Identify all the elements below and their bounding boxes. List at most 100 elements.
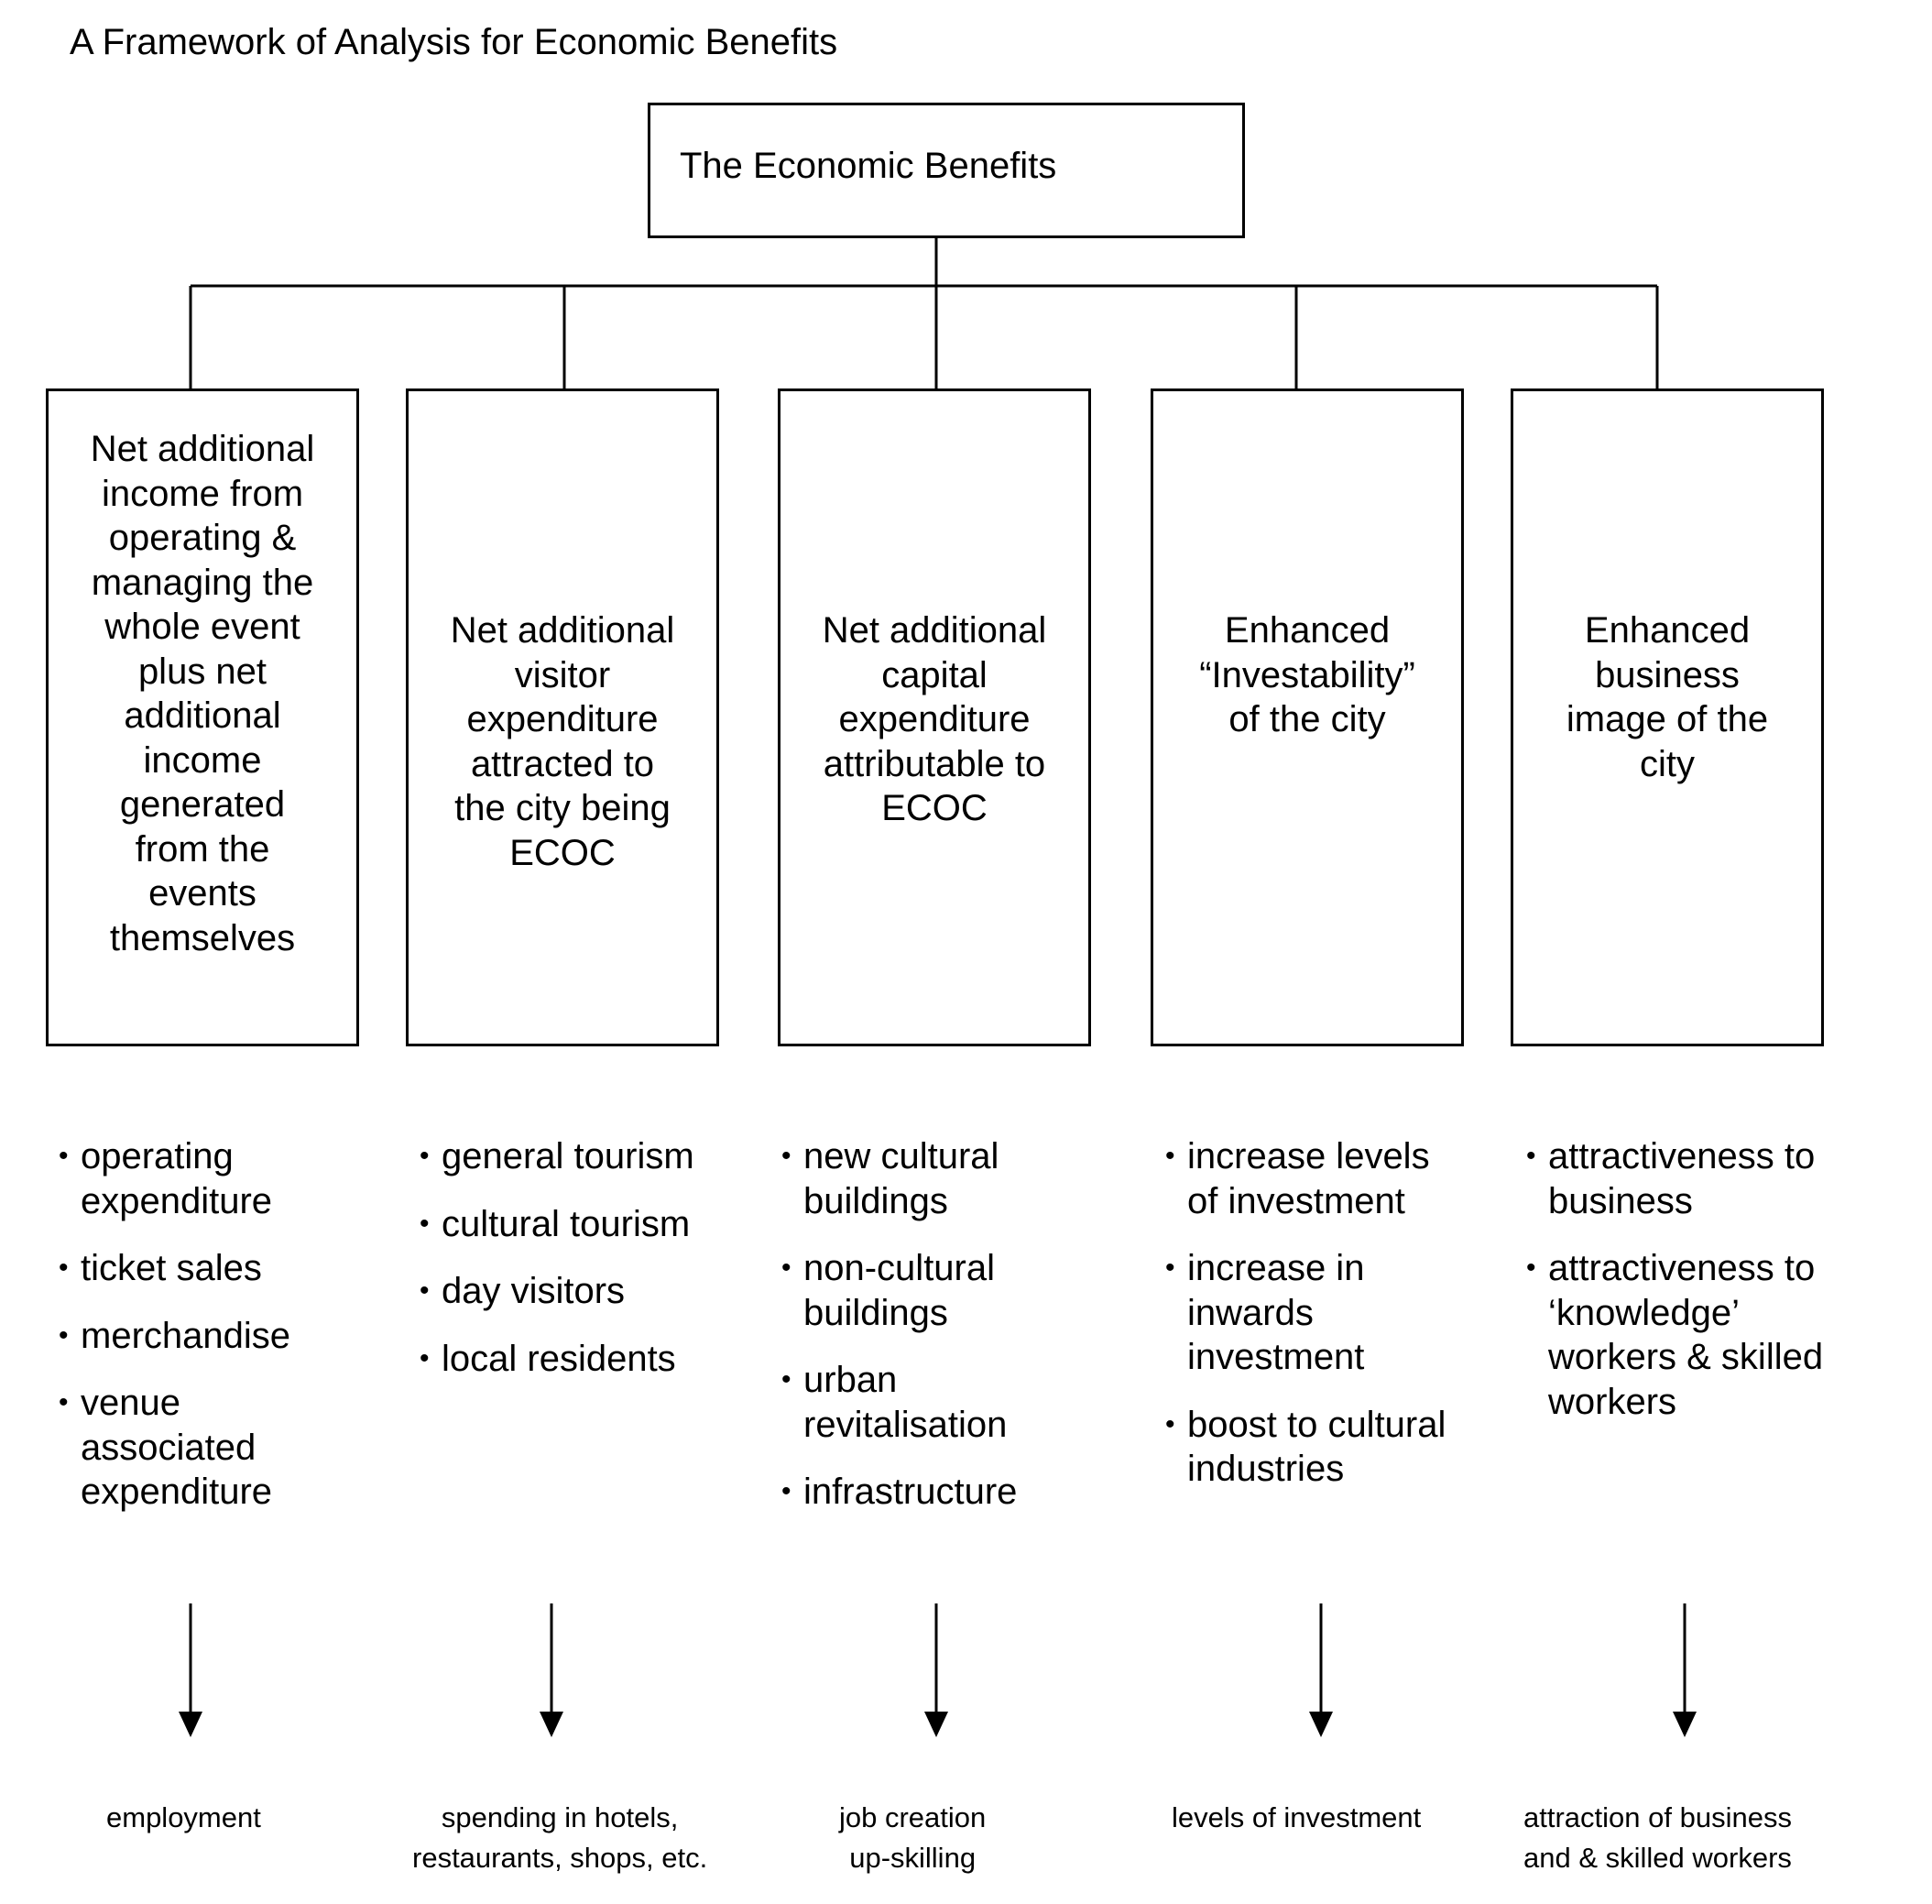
bullet-dot-icon: •: [781, 1141, 791, 1171]
bullet-item-line: merchandise: [81, 1315, 291, 1356]
category-label-line: attributable to: [823, 743, 1046, 784]
bullet-item-line: new cultural: [803, 1136, 999, 1176]
bullet-item-line: general tourism: [442, 1136, 694, 1176]
category-label-line: generated: [119, 784, 286, 825]
category-label-line: plus net: [137, 651, 267, 692]
outcome-label: spending in hotels, restaurants, shops, e…: [412, 1798, 707, 1878]
category-label-line: whole event: [104, 607, 300, 647]
category-label-line: Net additional: [90, 429, 315, 469]
category-label-line: Net additional: [450, 610, 675, 651]
category-label-line: Enhanced: [1584, 610, 1751, 651]
bullet-item-line: of investment: [1187, 1180, 1405, 1221]
bullet-item-line: workers & skilled: [1548, 1337, 1824, 1377]
bullet-item-line: buildings: [803, 1292, 948, 1333]
arrow-head: [179, 1712, 202, 1737]
bullet-dot-icon: •: [420, 1342, 430, 1373]
root-node-box: The Economic Benefits: [648, 103, 1245, 238]
bullet-item-line: urban: [803, 1360, 898, 1400]
category-label-line: themselves: [109, 917, 296, 958]
bullet-item: • local residents: [420, 1337, 694, 1382]
arrow-head: [1673, 1712, 1697, 1737]
bullet-dot-icon: •: [781, 1253, 791, 1283]
bullet-dot-icon: •: [59, 1387, 69, 1417]
bullet-item: • attractiveness to‘knowledge’workers & s…: [1526, 1246, 1824, 1424]
category-label-line: the city being: [454, 788, 671, 828]
bullet-item-line: cultural tourism: [442, 1203, 691, 1244]
outcome-label-line: up-skilling: [849, 1842, 977, 1874]
category-label-line: city: [1640, 743, 1695, 784]
bullet-item-line: non-cultural: [803, 1248, 996, 1288]
outcome-label-line: job creation: [839, 1801, 987, 1833]
category-label-line: Enhanced: [1224, 610, 1391, 651]
bullet-item: •infrastructure: [781, 1470, 1018, 1515]
outcome-label-line: attraction of business: [1523, 1801, 1792, 1833]
category-box: Enhanced“Investability”of the city: [1151, 388, 1464, 1046]
root-node-label: The Economic Benefits: [680, 146, 1057, 186]
category-label-line: ECOC: [509, 832, 616, 873]
outcome-label-line: levels of investment: [1172, 1801, 1422, 1833]
bullet-item-line: operating: [81, 1136, 234, 1176]
arrow-head: [540, 1712, 563, 1737]
category-label-line: managing the: [91, 562, 314, 603]
category-label-line: from the: [135, 828, 270, 870]
outcome-label: job creation up-skilling: [839, 1798, 986, 1878]
category-label-line: income from: [101, 473, 304, 514]
outcome-label-line: employment: [106, 1801, 261, 1833]
bullet-dot-icon: •: [1526, 1253, 1536, 1283]
bullet-item-line: workers: [1548, 1381, 1677, 1422]
category-label-line: “Investability”: [1199, 654, 1415, 695]
arrow-head: [924, 1712, 948, 1737]
bullet-dot-icon: •: [420, 1208, 430, 1239]
bullet-item-line: buildings: [803, 1180, 948, 1221]
outcome-label-line: spending in hotels,: [441, 1801, 679, 1833]
category-label: Enhanced“Investability”of the city: [1153, 391, 1461, 1044]
bullet-dot-icon: •: [1165, 1408, 1175, 1439]
bullet-item: •general tourism: [420, 1134, 694, 1179]
bullet-item-line: ‘knowledge’: [1548, 1292, 1741, 1333]
category-label-line: expenditure: [466, 699, 659, 739]
outcome-label: levels of investment: [1172, 1798, 1421, 1838]
outcome-label: employment: [106, 1798, 261, 1838]
bullet-item-line: attractiveness to: [1548, 1136, 1816, 1176]
bullet-item-line: business: [1548, 1180, 1693, 1221]
bullet-item-line: boost to cultural: [1187, 1404, 1446, 1445]
bullet-item-line: investment: [1187, 1337, 1365, 1377]
bullet-item-line: day visitors: [442, 1271, 626, 1311]
bullet-item-line: infrastructure: [803, 1472, 1018, 1512]
category-label-line: business: [1595, 654, 1740, 695]
bullet-item: •ticket sales: [59, 1246, 290, 1291]
bullet-item-line: revitalisation: [803, 1404, 1008, 1445]
bullet-item-line: associated: [81, 1427, 257, 1468]
bullet-item-line: local residents: [442, 1338, 676, 1379]
bullet-item-line: increase levels: [1187, 1136, 1430, 1176]
bullet-item-line: attractiveness to: [1548, 1248, 1816, 1288]
category-label-line: capital: [881, 654, 988, 695]
category-label-line: operating &: [108, 518, 297, 558]
category-label-line: income: [143, 739, 262, 781]
category-label-line: attracted to: [470, 743, 655, 784]
bullet-list: •general tourism • cultural tourism • day vi…: [420, 1134, 694, 1404]
diagram-title: A Framework of Analysis for Economic Ben…: [70, 22, 838, 62]
bullet-dot-icon: •: [1165, 1141, 1175, 1171]
outcome-label-line: restaurants, shops, etc.: [412, 1842, 708, 1874]
